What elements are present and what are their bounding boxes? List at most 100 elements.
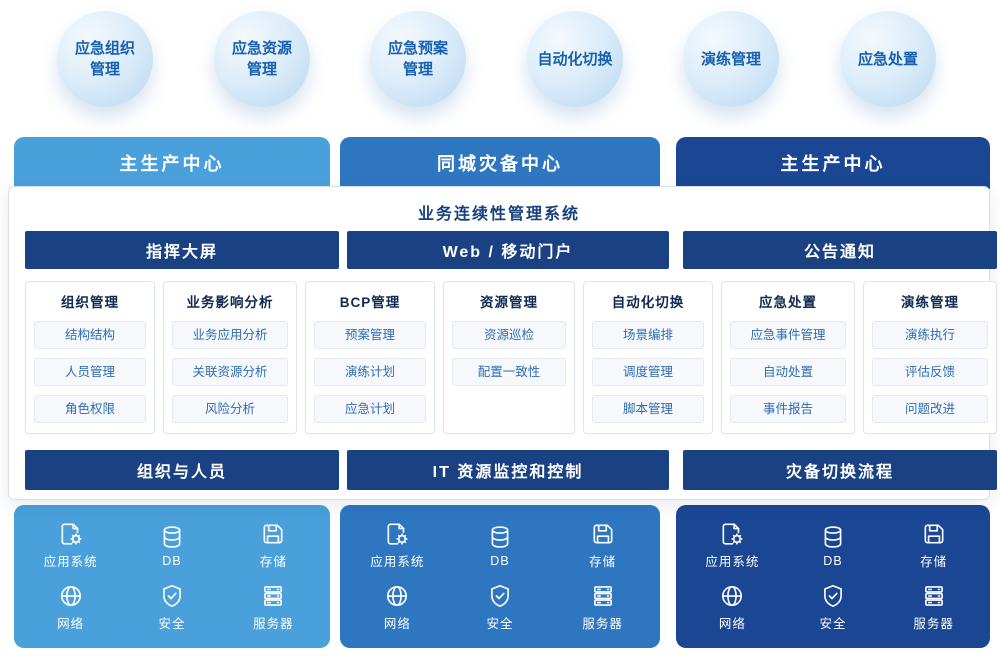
- infra-label: 应用系统: [43, 555, 98, 570]
- portal-bar-web-mobile: Web / 移动门户: [347, 231, 669, 269]
- capability-circle-emergency-resource: 应急资源 管理: [214, 11, 310, 107]
- capability-circle-auto-switch: 自动化切换: [527, 11, 623, 107]
- infra-label: 安全: [158, 616, 186, 631]
- module-item: 应急事件管理: [730, 321, 846, 349]
- infra-cell: DB: [159, 524, 185, 568]
- infra-cell: DB: [487, 524, 513, 568]
- center-bar-primary-production-2: 主生产中心: [676, 137, 990, 189]
- infra-cell: 应用系统: [44, 521, 98, 570]
- module-title: 组织管理: [61, 295, 119, 310]
- infra-cell: 服务器: [582, 583, 623, 632]
- module-card-automation: 自动化切换 场景编排 调度管理 脚本管理: [583, 281, 713, 434]
- module-item: 业务应用分析: [172, 321, 288, 349]
- module-item: 人员管理: [34, 358, 146, 386]
- infra-cell: 服务器: [253, 583, 294, 632]
- app-system-icon: [719, 521, 745, 547]
- network-icon: [719, 583, 745, 609]
- capability-circle-emergency-org: 应急组织 管理: [57, 11, 153, 107]
- module-title: 应急处置: [759, 295, 817, 310]
- module-title: BCP管理: [339, 295, 401, 310]
- security-icon: [820, 583, 846, 609]
- infra-label: 服务器: [253, 616, 294, 631]
- module-title: 自动化切换: [611, 295, 685, 310]
- module-item: 脚本管理: [592, 395, 704, 423]
- module-item: 风险分析: [172, 395, 288, 423]
- infra-cell: 安全: [486, 583, 513, 632]
- infra-cell: 安全: [158, 583, 185, 632]
- infra-cell: DB: [820, 524, 846, 568]
- portal-bar-command-screen: 指挥大屏: [25, 231, 339, 269]
- center-bar-same-city-dr: 同城灾备中心: [340, 137, 660, 189]
- infra-cell: 网络: [719, 583, 746, 632]
- infra-panel-primary-production-2: 应用系统 DB 存储 网络 安全 服务器: [676, 505, 990, 648]
- database-icon: [820, 524, 846, 550]
- storage-icon: [921, 521, 947, 547]
- infra-label: 网络: [383, 616, 411, 631]
- server-icon: [921, 583, 947, 609]
- infra-cell: 存储: [589, 521, 616, 570]
- center-bar-primary-production: 主生产中心: [14, 137, 330, 189]
- capability-circle-drill-mgmt: 演练管理: [683, 11, 779, 107]
- foundation-bar-org-people: 组织与人员: [25, 450, 339, 490]
- module-item: 自动处置: [730, 358, 846, 386]
- module-card-drill: 演练管理 演练执行 评估反馈 问题改进: [863, 281, 997, 434]
- module-item: 问题改进: [872, 395, 988, 423]
- module-item: 演练计划: [314, 358, 426, 386]
- module-item: 应急计划: [314, 395, 426, 423]
- infra-panel-primary-production: 应用系统 DB 存储 网络 安全 服务器: [14, 505, 330, 648]
- infra-label: 存储: [589, 555, 617, 570]
- module-item: 调度管理: [592, 358, 704, 386]
- infra-cell: 网络: [384, 583, 411, 632]
- module-item: 关联资源分析: [172, 358, 288, 386]
- database-icon: [159, 524, 185, 550]
- capability-circle-emergency-plan: 应急预案 管理: [370, 11, 466, 107]
- app-system-icon: [58, 521, 84, 547]
- infra-label: DB: [823, 553, 843, 568]
- portal-bar-announcement: 公告通知: [683, 231, 997, 269]
- infra-label: 存储: [259, 555, 287, 570]
- module-item: 配置一致性: [452, 358, 566, 386]
- infra-label: 服务器: [913, 616, 954, 631]
- module-item: 场景编排: [592, 321, 704, 349]
- security-icon: [487, 583, 513, 609]
- infra-label: DB: [162, 553, 182, 568]
- infra-label: 安全: [486, 616, 514, 631]
- infra-label: 服务器: [582, 616, 623, 631]
- infra-cell: 存储: [920, 521, 947, 570]
- module-item: 预案管理: [314, 321, 426, 349]
- infra-cell: 安全: [819, 583, 846, 632]
- infra-cell: 网络: [57, 583, 84, 632]
- infra-label: 网络: [718, 616, 746, 631]
- storage-icon: [590, 521, 616, 547]
- module-item: 事件报告: [730, 395, 846, 423]
- infra-label: 存储: [920, 555, 948, 570]
- bcm-system-panel: 业务连续性管理系统 指挥大屏 Web / 移动门户 公告通知 组织管理 结构结构…: [8, 186, 997, 500]
- module-item: 评估反馈: [872, 358, 988, 386]
- module-title: 演练管理: [901, 295, 959, 310]
- server-icon: [260, 583, 286, 609]
- storage-icon: [260, 521, 286, 547]
- module-item: 角色权限: [34, 395, 146, 423]
- module-card-response: 应急处置 应急事件管理 自动处置 事件报告: [721, 281, 855, 434]
- capability-circle-emergency-response: 应急处置: [840, 11, 936, 107]
- infra-label: 网络: [57, 616, 85, 631]
- module-title: 业务影响分析: [186, 295, 274, 310]
- server-icon: [590, 583, 616, 609]
- infra-label: DB: [490, 553, 510, 568]
- module-card-bcp: BCP管理 预案管理 演练计划 应急计划: [305, 281, 435, 434]
- module-card-organization: 组织管理 结构结构 人员管理 角色权限: [25, 281, 155, 434]
- foundation-bar-dr-switch: 灾备切换流程: [683, 450, 997, 490]
- infra-label: 应用系统: [370, 555, 425, 570]
- network-icon: [384, 583, 410, 609]
- module-item: 结构结构: [34, 321, 146, 349]
- infra-label: 应用系统: [705, 555, 760, 570]
- module-card-business-impact: 业务影响分析 业务应用分析 关联资源分析 风险分析: [163, 281, 297, 434]
- module-item: 资源巡检: [452, 321, 566, 349]
- infra-cell: 应用系统: [705, 521, 759, 570]
- infra-cell: 服务器: [913, 583, 954, 632]
- security-icon: [159, 583, 185, 609]
- app-system-icon: [384, 521, 410, 547]
- module-title: 资源管理: [480, 295, 538, 310]
- network-icon: [58, 583, 84, 609]
